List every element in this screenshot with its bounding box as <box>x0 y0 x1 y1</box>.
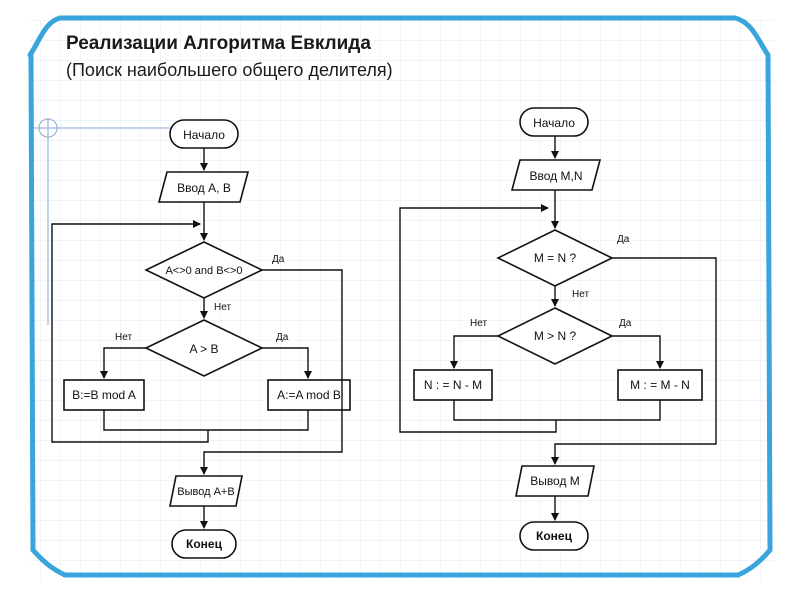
left-no-action-label: B:=B mod A <box>72 388 136 402</box>
left-output-box <box>169 475 243 507</box>
right-no-action-box <box>413 369 493 401</box>
right-flowchart <box>413 107 703 551</box>
right-greater-yes-label: Да <box>619 318 632 329</box>
right-connectors <box>399 136 717 521</box>
left-connectors <box>51 148 343 529</box>
left-start-label: Начало <box>183 128 225 142</box>
right-equal-no-label: Нет <box>572 289 589 300</box>
left-loop-yes-label: Да <box>272 254 285 265</box>
left-end-terminal <box>171 529 237 559</box>
left-yes-action-label: A:=A mod B <box>277 388 341 402</box>
right-start-terminal <box>519 107 589 137</box>
left-yes-action-box <box>267 379 351 411</box>
left-loop-condition-label: A<>0 and B<>0 <box>165 265 242 277</box>
right-yes-action-box <box>617 369 703 401</box>
right-input-box <box>510 159 602 191</box>
guide-crosshair <box>34 118 175 325</box>
right-greater-decision <box>496 307 614 365</box>
right-yes-action-label: M : = M - N <box>630 378 690 392</box>
left-loop-no-label: Нет <box>214 302 231 313</box>
right-output-box <box>515 465 595 497</box>
slide-subtitle: (Поиск наибольшего общего делителя) <box>66 60 393 80</box>
left-labels: Начало Ввод А, В A<>0 and B<>0 A > B B:=… <box>72 128 341 551</box>
left-end-label: Конец <box>186 537 223 551</box>
right-output-label: Вывод М <box>530 474 580 488</box>
right-equal-yes-label: Да <box>617 234 630 245</box>
grid-background <box>30 20 775 580</box>
left-compare-no-label: Нет <box>115 332 132 343</box>
right-greater-condition-label: M > N ? <box>534 329 577 343</box>
left-compare-yes-label: Да <box>276 332 289 343</box>
slide-frame <box>27 15 773 578</box>
left-no-action-box <box>63 379 145 411</box>
left-input-box <box>157 171 250 203</box>
left-flowchart <box>63 119 351 559</box>
right-input-label: Ввод M,N <box>530 169 583 183</box>
left-output-label: Вывод А+В <box>177 486 234 498</box>
slide-title: Реализации Алгоритма Евклида <box>66 33 371 54</box>
left-input-label: Ввод А, В <box>177 181 231 195</box>
right-labels: Начало Ввод M,N M = N ? M > N ? N : = N … <box>424 116 690 543</box>
left-compare-decision <box>144 319 264 377</box>
right-greater-no-label: Нет <box>470 318 487 329</box>
right-end-terminal <box>519 521 589 551</box>
right-start-label: Начало <box>533 116 575 130</box>
left-compare-condition-label: A > B <box>189 342 218 356</box>
right-equal-condition-label: M = N ? <box>534 251 577 265</box>
right-end-label: Конец <box>536 529 573 543</box>
right-no-action-label: N : = N - M <box>424 378 482 392</box>
